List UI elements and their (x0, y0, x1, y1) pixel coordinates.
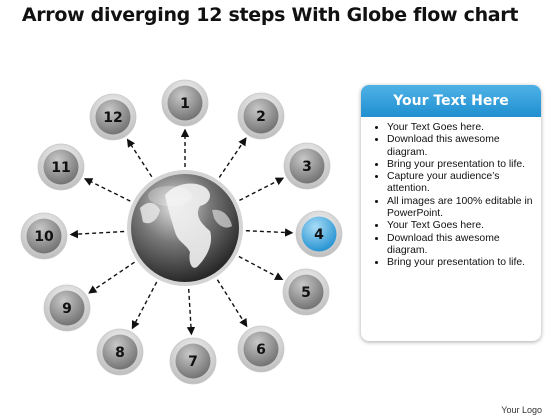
arrow-5 (238, 255, 284, 281)
arrow-3 (239, 177, 285, 202)
step-node-9: 9 (43, 284, 91, 332)
arrow-4 (245, 228, 294, 237)
arrow-12 (126, 138, 153, 178)
page-title: Arrow diverging 12 steps With Globe flow… (21, 4, 519, 26)
card-header: Your Text Here (361, 85, 541, 117)
step-node-4: 4 (295, 210, 343, 258)
list-item: Bring your presentation to life. (387, 257, 533, 269)
step-node-12: 12 (89, 93, 137, 141)
step-node-8: 8 (96, 328, 144, 376)
step-number: 10 (34, 229, 54, 245)
step-number: 8 (115, 345, 125, 361)
step-number: 4 (314, 227, 324, 243)
list-item: Download this awesome diagram. (387, 134, 533, 159)
step-number: 7 (188, 354, 198, 370)
step-node-3: 3 (283, 142, 331, 190)
arrow-11 (83, 178, 131, 202)
step-number: 5 (301, 285, 311, 301)
list-item: Your Text Goes here. (387, 220, 533, 232)
step-number: 2 (256, 109, 266, 125)
arrow-9 (88, 261, 135, 294)
list-item: Download this awesome diagram. (387, 233, 533, 258)
arrow-8 (131, 281, 158, 330)
step-node-5: 5 (282, 268, 330, 316)
globe-icon (127, 170, 243, 286)
list-item: All images are 100% editable in PowerPoi… (387, 196, 533, 221)
step-number: 1 (180, 96, 190, 112)
step-node-1: 1 (161, 79, 209, 127)
bullet-list: Your Text Goes here. Download this aweso… (361, 117, 541, 270)
step-node-10: 10 (20, 212, 68, 260)
arrow-6 (216, 279, 248, 328)
text-card: Your Text Here Your Text Goes here. Down… (361, 85, 541, 341)
step-number: 3 (302, 159, 312, 175)
step-node-7: 7 (169, 337, 217, 385)
step-number: 11 (51, 160, 70, 176)
step-number: 9 (62, 301, 72, 317)
logo-text: Your Logo (501, 405, 542, 415)
list-item: Your Text Goes here. (387, 122, 533, 134)
arrow-2 (218, 137, 247, 178)
step-number: 6 (256, 342, 266, 358)
list-item: Bring your presentation to life. (387, 159, 533, 171)
step-node-6: 6 (237, 325, 285, 373)
step-node-2: 2 (237, 92, 285, 140)
step-number: 12 (103, 110, 122, 126)
list-item: Capture your audience’s attention. (387, 171, 533, 196)
arrow-7 (186, 288, 196, 336)
arrow-10 (69, 229, 125, 239)
step-node-11: 11 (37, 143, 85, 191)
